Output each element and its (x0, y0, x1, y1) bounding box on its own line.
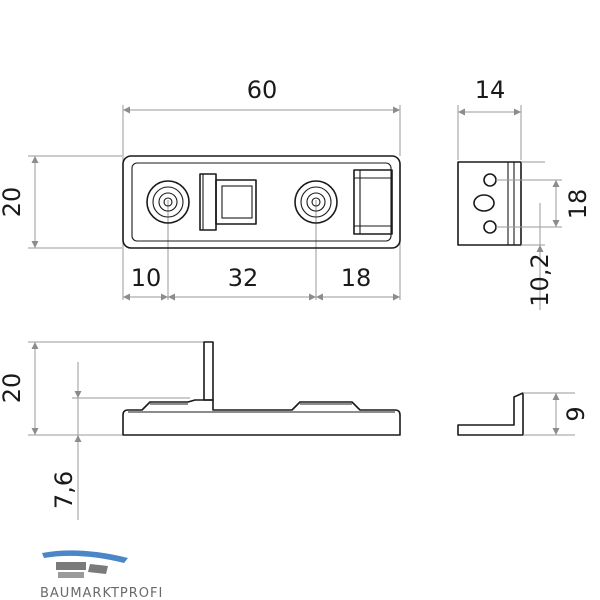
logo-text: BAUMARKTPROFI (40, 586, 163, 600)
dimension-label-hole-spacing: 18 (564, 189, 592, 220)
dimension-label-side-width: 14 (475, 76, 506, 104)
angle-profile (457, 392, 524, 436)
dimension-20-top: 20 (0, 156, 39, 248)
dimension-9: 9 (552, 393, 590, 435)
dimension-label-base-height: 7,6 (50, 471, 78, 509)
side-view: 14 18 10,2 (457, 76, 592, 310)
top-view: 60 20 10 32 18 (0, 76, 401, 301)
dimension-label-hole-span: 32 (228, 264, 259, 292)
end-view: 9 (457, 392, 590, 436)
dimension-60: 60 (123, 76, 400, 114)
dimension-10-2: 10,2 (526, 203, 554, 310)
mounting-hole-top (483, 173, 497, 187)
dimension-20-front: 20 (0, 342, 39, 435)
dimension-label-end-height: 9 (562, 406, 590, 421)
logo-swoosh-icon (42, 550, 128, 563)
screw-hole-right (294, 180, 338, 224)
brand-logo: BAUMARKTPROFI (40, 550, 163, 600)
dimension-label-left-offset: 10 (131, 264, 162, 292)
bracket-face (457, 161, 522, 246)
plate-front-profile (122, 341, 401, 436)
front-view: 20 7,6 (0, 341, 401, 520)
plate-top-outline (122, 155, 401, 249)
keyhole-slot (473, 194, 495, 212)
dimension-label-length: 60 (247, 76, 278, 104)
dimension-label-front-height: 20 (0, 373, 26, 404)
dimension-label-height: 20 (0, 187, 26, 218)
end-block (353, 169, 393, 235)
dimension-chain-bottom: 10 32 18 (123, 264, 400, 301)
upright-tab (203, 341, 214, 401)
dimension-7-6: 7,6 (50, 362, 82, 520)
dimension-14: 14 (458, 76, 521, 116)
dimension-label-side-offset: 10,2 (526, 253, 554, 306)
dimension-18-side: 18 (552, 180, 592, 227)
dimension-label-right-offset: 18 (341, 264, 372, 292)
mounting-hole-bottom (483, 220, 497, 234)
screw-hole-left (146, 180, 190, 224)
center-tab (199, 173, 257, 231)
